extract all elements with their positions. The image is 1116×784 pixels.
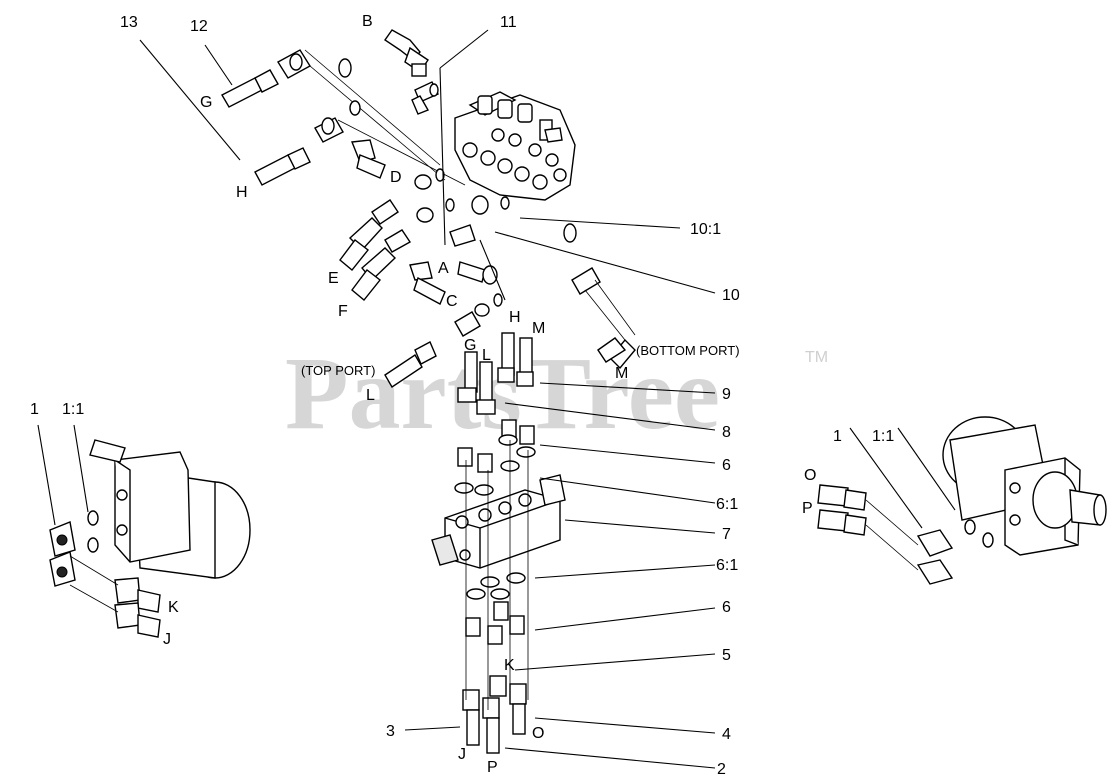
hose-fitting-E [339,198,455,271]
callout-3: 3 [386,723,395,740]
hydraulic-motor-left [49,439,251,638]
callout-10-1: 10:1 [690,221,721,238]
callout-F: F [338,303,348,320]
callout-E: E [328,270,339,287]
hydraulic-motor-right [817,416,1107,585]
fitting-M-bottom-port [571,267,636,370]
fitting-13 [254,100,466,186]
callout-P-bottom: P [487,759,498,776]
callout-4: 4 [722,726,731,743]
callout-12: 12 [190,18,208,35]
callout-B: B [362,13,373,30]
callout-L-left: L [366,387,375,404]
callout-6-1-upper: 6:1 [716,496,738,513]
callout-G-top: G [200,94,212,111]
callout-6-1-lower: 6:1 [716,557,738,574]
callout-1-right: 1 [833,428,842,445]
callout-labels: 13 12 B 11 G H D 10:1 E A 10 F C H M G L… [30,13,894,778]
callout-J-bottom: J [458,746,466,763]
callout-K-mid: K [504,657,515,674]
callout-2: 2 [717,761,726,778]
hose-fitting-F [351,229,412,301]
callout-D: D [390,169,402,186]
callout-O-bottom: O [532,725,544,742]
label-bottom-port: (BOTTOM PORT) [636,343,740,358]
callout-C: C [446,293,458,310]
callout-6-lower: 6 [722,599,731,616]
callout-G-mid: G [464,337,476,354]
callout-11: 11 [500,14,517,31]
callout-K-left: K [168,599,179,616]
control-valve-assembly [454,91,576,201]
manifold-block-7 [431,474,566,569]
fitting-A [449,195,577,285]
callout-H-top: H [236,184,248,201]
callout-1-left: 1 [30,401,39,418]
callout-M-mid: M [532,320,545,337]
fittings-6-lower [465,572,526,645]
fittings-6-upper [454,419,536,496]
callout-M-right: M [615,365,628,382]
callout-6-upper: 6 [722,457,731,474]
callout-L-mid: L [482,347,491,364]
elbow-fitting-B [384,29,429,77]
fitting-L-top-port [384,311,481,388]
callout-J-left: J [163,631,171,648]
label-top-port: (TOP PORT) [301,363,375,378]
callout-13: 13 [120,14,138,31]
tube-stack-lower [462,675,527,754]
callout-H-mid: H [509,309,521,326]
callout-P-right: P [802,500,813,517]
callout-1-1-left: 1:1 [62,401,84,418]
callout-10: 10 [722,287,740,304]
tube-stack-upper [457,332,534,415]
callout-A: A [438,260,449,277]
callout-1-1-right: 1:1 [872,428,894,445]
callout-9: 9 [722,386,731,403]
callout-5: 5 [722,647,731,664]
callout-8: 8 [722,424,731,441]
elbow-fitting-D [351,139,445,190]
callout-7: 7 [722,526,731,543]
elbow-fitting-C [409,261,503,317]
watermark-trademark: TM [805,349,828,366]
tee-fitting-11 [411,81,439,115]
fitting-12 [221,49,446,181]
callout-O-right: O [804,467,816,484]
